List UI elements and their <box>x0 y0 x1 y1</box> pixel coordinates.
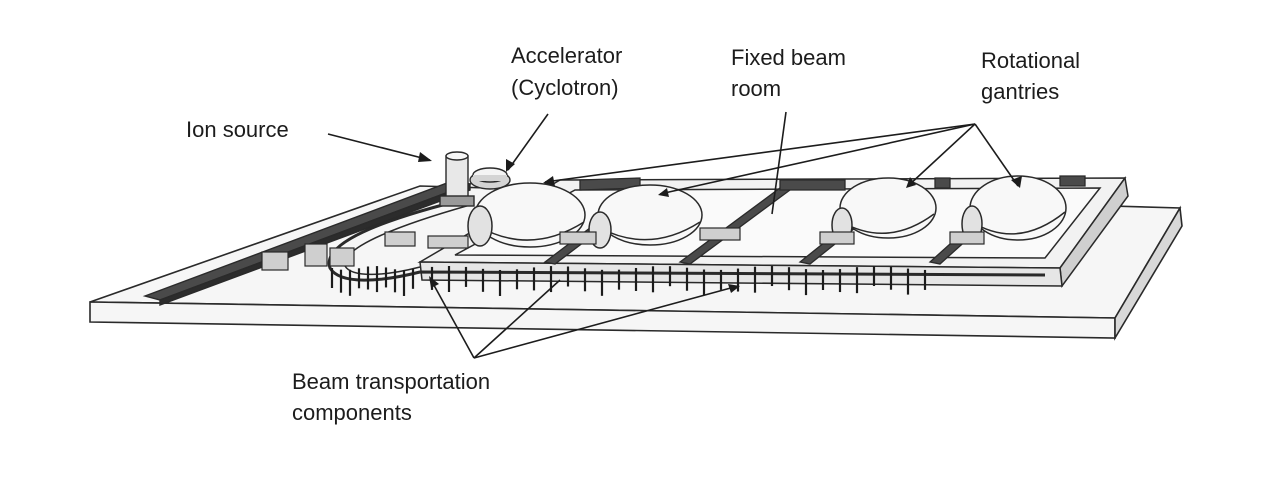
label-beam-transport-line1: Beam transportation <box>292 369 490 394</box>
magnet-block-6 <box>560 232 596 244</box>
magnet-block-8 <box>820 232 854 244</box>
ion-source-tower <box>440 152 474 206</box>
magnet-block-1 <box>262 252 288 270</box>
label-ion-source: Ion source <box>186 117 289 142</box>
leader-gantry-d <box>975 124 1018 186</box>
magnet-block-4 <box>385 232 415 246</box>
label-rotational-line1: Rotational <box>981 48 1080 73</box>
label-accelerator-line2: (Cyclotron) <box>511 75 619 100</box>
label-accelerator-line1: Accelerator <box>511 43 622 68</box>
magnet-block-5 <box>428 236 468 248</box>
magnet-block-7 <box>700 228 740 240</box>
magnet-block-3 <box>330 248 354 266</box>
magnet-block-2 <box>305 244 327 266</box>
leader-gantry-a <box>545 124 975 182</box>
cyclotron <box>470 168 510 189</box>
rear-wall-segment-4 <box>1060 176 1085 186</box>
leader-accelerator <box>508 114 548 170</box>
rear-wall-segment-2 <box>780 180 845 190</box>
label-beam-transport-line2: components <box>292 400 412 425</box>
label-rotational-line2: gantries <box>981 79 1059 104</box>
leader-gantry-c <box>908 124 975 186</box>
rear-wall-segment-3 <box>935 178 950 188</box>
label-fixed-beam-line1: Fixed beam <box>731 45 846 70</box>
label-fixed-beam-line2: room <box>731 76 781 101</box>
arrowhead-ion-source <box>418 152 432 162</box>
leader-ion-source <box>328 134 430 160</box>
magnet-block-9 <box>950 232 984 244</box>
